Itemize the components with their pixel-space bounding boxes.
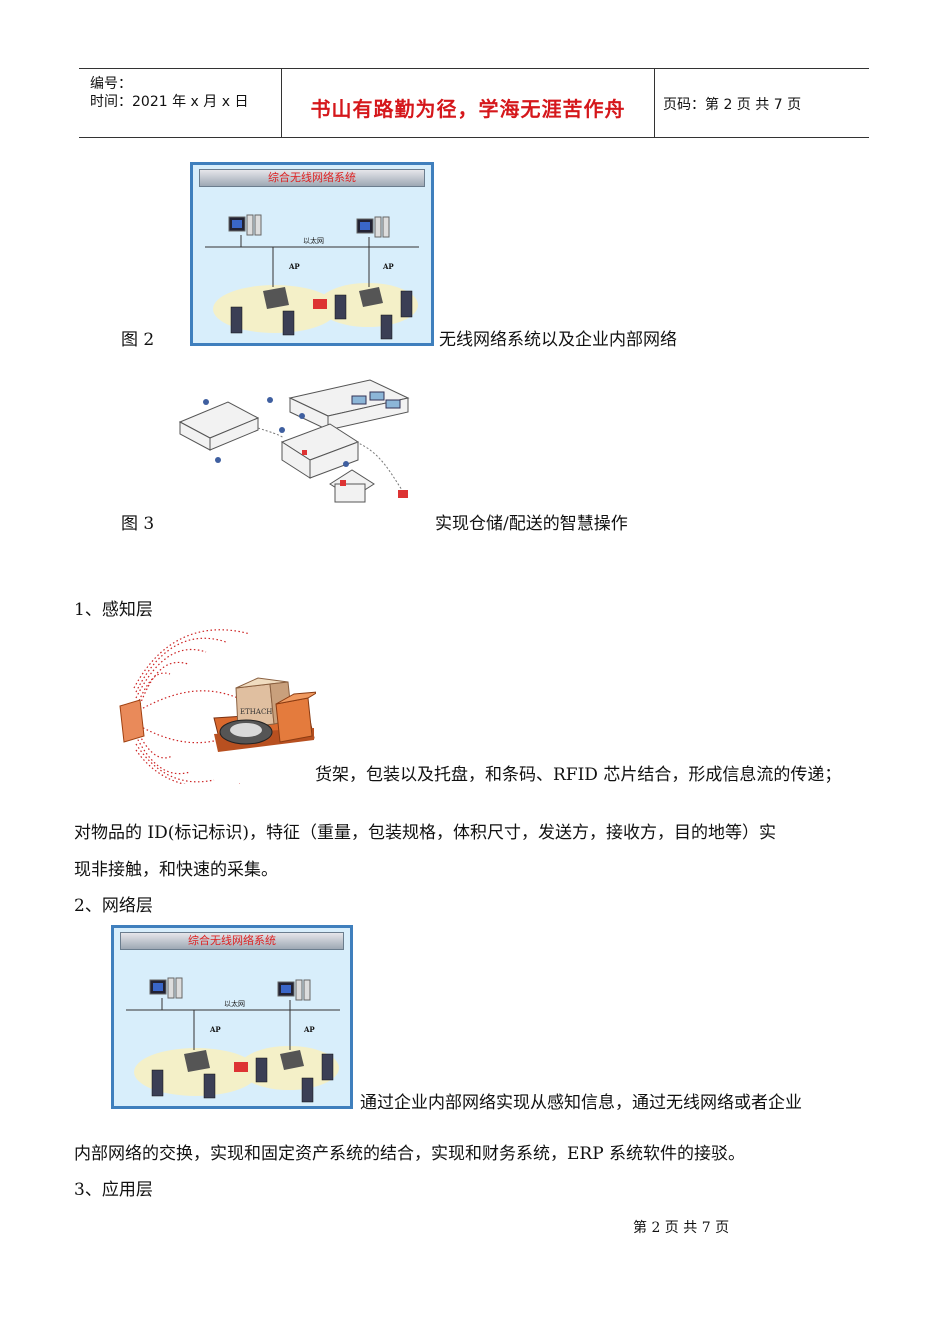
computer-icon [228, 214, 262, 247]
computer-icon [149, 977, 183, 1010]
network-diagram: 以太网 AP AP [126, 977, 340, 1103]
header-page-info: 页码：第 2 页 共 7 页 [663, 97, 802, 113]
access-point-icon [280, 1050, 304, 1070]
computer-icon [356, 216, 390, 247]
header-time: 时间：2021 年 x 月 x 日 [90, 94, 249, 110]
ap-label: AP [382, 262, 394, 271]
network-diagram: 以太网 AP AP [205, 214, 419, 340]
section-3-heading: 3、应用层 [74, 1180, 153, 1200]
lan-label: 以太网 [224, 999, 245, 1008]
ap-label: AP [288, 262, 300, 271]
header-number: 编号： [90, 76, 132, 92]
header-meta: 编号： 时间：2021 年 x 月 x 日 [80, 75, 248, 111]
header-divider [281, 69, 282, 137]
section-2-line-1: 通过企业内部网络实现从感知信息，通过无线网络或者企业 [360, 1093, 802, 1113]
handheld-scanner-icon [380, 314, 393, 340]
ap-label: AP [209, 1025, 221, 1034]
figure-2-caption: 无线网络系统以及企业内部网络 [439, 330, 677, 350]
figure-3-label: 图 3 [121, 514, 155, 534]
section-2-line-2: 内部网络的交换，实现和固定资产系统的结合，实现和财务系统，ERP 系统软件的接驳… [74, 1144, 746, 1164]
access-point-icon [359, 287, 383, 307]
handheld-scanner-icon [255, 1057, 268, 1083]
figure-3-caption: 实现仓储/配送的智慧操作 [435, 514, 628, 534]
rfid-reader-icon [119, 699, 145, 743]
handheld-scanner-icon [301, 1077, 314, 1103]
lan-label: 以太网 [303, 236, 324, 245]
access-point-icon [184, 1050, 210, 1072]
figure-2-label: 图 2 [121, 330, 155, 350]
computer-icon [277, 979, 311, 1010]
ap-label: AP [303, 1025, 315, 1034]
image-title: 综合无线网络系统 [120, 932, 344, 950]
section-1-line-2: 对物品的 ID(标记标识)，特征（重量，包装规格，体积尺寸，发送方，接收方，目的… [74, 823, 777, 843]
pallet-label: ETHACH [240, 708, 272, 716]
section-1-line-3: 现非接触，和快速的采集。 [74, 860, 278, 880]
handheld-scanner-icon [321, 1053, 334, 1081]
handheld-scanner-icon [203, 1073, 216, 1099]
access-point-icon [263, 287, 289, 309]
header-motto: 书山有路勤为径，学海无涯苦作舟 [310, 97, 626, 121]
page-footer: 第 2 页 共 7 页 [633, 1220, 730, 1236]
section-2-heading: 2、网络层 [74, 896, 153, 916]
header-divider [654, 69, 655, 137]
handheld-scanner-icon [282, 310, 295, 336]
handheld-scanner-icon [400, 290, 413, 318]
handheld-scanner-icon [230, 306, 243, 334]
page-header: 编号： 时间：2021 年 x 月 x 日 书山有路勤为径，学海无涯苦作舟 页码… [79, 68, 869, 138]
section-1-heading: 1、感知层 [74, 600, 153, 620]
warehouse-image [170, 372, 426, 510]
handheld-scanner-icon [334, 294, 347, 320]
image-title: 综合无线网络系统 [199, 169, 425, 187]
handheld-scanner-icon [151, 1069, 164, 1097]
rfid-pallet-image: ETHACH [118, 628, 319, 789]
wireless-network-image: 综合无线网络系统 以太网 AP AP [111, 925, 353, 1109]
wireless-network-image: 综合无线网络系统 以太网 AP AP [190, 162, 434, 346]
section-1-line-1: 货架，包装以及托盘，和条码、RFID 芯片结合，形成信息流的传递； [315, 765, 842, 785]
